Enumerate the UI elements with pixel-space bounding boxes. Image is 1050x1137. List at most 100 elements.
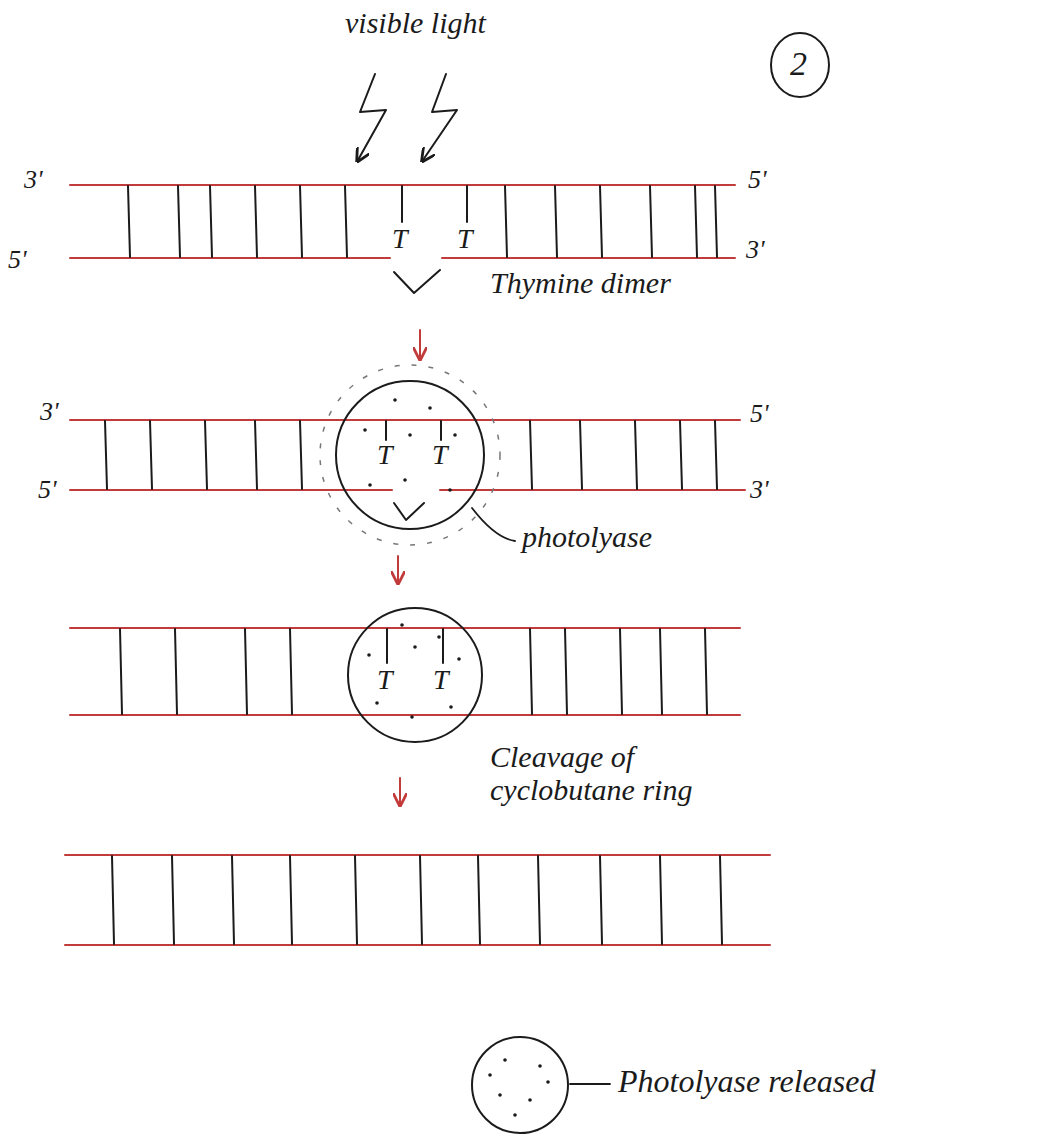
base-pair-rung (210, 186, 212, 257)
base-pair-rung (660, 856, 662, 944)
thymine-stem (440, 421, 442, 440)
base-pair-rung (720, 856, 722, 944)
enzyme-dot (408, 433, 412, 437)
enzyme-dot (488, 1073, 492, 1077)
base-pair-rung (505, 186, 507, 257)
diagram-label: 5' (748, 166, 767, 195)
base-pair-rung (105, 421, 107, 489)
enzyme-dot (403, 478, 407, 482)
base-pair-rung (715, 186, 717, 257)
dna-strand (440, 489, 745, 491)
base-pair-rung (705, 629, 707, 714)
base-pair-rung (232, 856, 234, 944)
base-pair-rung (478, 856, 480, 944)
leader-line (472, 508, 515, 541)
diagram-label: photolyase (522, 520, 652, 553)
diagram-label: 5' (750, 400, 769, 429)
dna-strand (70, 627, 740, 629)
enzyme-dot (546, 1080, 550, 1084)
base-pair-rung (205, 421, 207, 489)
base-pair-rung (695, 186, 697, 257)
dimer-bond (394, 503, 424, 520)
step-arrow (419, 330, 421, 358)
diagram-label: T (457, 224, 473, 255)
base-pair-rung (538, 856, 540, 944)
node-text: T (377, 440, 393, 471)
node-outline-shape (336, 381, 484, 529)
node-text: T (433, 665, 449, 696)
enzyme-dot (428, 406, 432, 410)
leader-line (570, 1083, 610, 1085)
base-pair-rung (355, 856, 357, 944)
thymine-stem (466, 186, 468, 222)
base-pair-rung (120, 629, 122, 714)
diagram-label: T (392, 224, 408, 255)
dna-strand (70, 257, 390, 259)
diagram-label: 5' (38, 476, 57, 505)
step-arrow (397, 556, 399, 582)
base-pair-rung (680, 421, 682, 489)
base-pair-rung (150, 421, 152, 489)
base-pair-rung (175, 629, 177, 714)
diagram-label: 3' (24, 166, 43, 195)
dna-strand (65, 944, 770, 946)
base-pair-rung (600, 186, 602, 257)
node-outline-shape (348, 608, 482, 742)
enzyme-dot (400, 623, 404, 627)
dna-strand (442, 257, 735, 259)
enzyme-dot (413, 645, 417, 649)
base-pair-rung (128, 186, 130, 257)
base-pair-rung (620, 629, 622, 714)
base-pair-rung (255, 421, 257, 489)
diagram-label: Cleavage of cyclobutane ring (490, 740, 740, 806)
diagram-label: 3' (750, 476, 769, 505)
photolyase-enzyme: TT (347, 607, 483, 743)
base-pair-rung (178, 186, 180, 257)
diagram-label: 5' (8, 246, 27, 275)
base-pair-rung (345, 186, 347, 257)
diagram-label: 3' (40, 398, 59, 427)
step-number: 2 (770, 32, 830, 98)
enzyme-dot (410, 715, 414, 719)
base-pair-rung (565, 629, 567, 714)
base-pair-rung (555, 186, 557, 257)
enzyme-dot (393, 398, 397, 402)
base-pair-rung (580, 421, 582, 489)
base-pair-rung (112, 856, 114, 944)
base-pair-rung (300, 186, 302, 257)
base-pair-rung (255, 186, 257, 257)
node-outline (335, 380, 485, 530)
diagram-label: 3' (746, 236, 765, 265)
light-ray-arrow (358, 74, 386, 160)
enzyme-dot (368, 483, 372, 487)
base-pair-rung (650, 186, 652, 257)
base-pair-rung (300, 421, 302, 489)
node-text: T (432, 440, 448, 471)
dimer-bond (394, 270, 440, 293)
dna-strand (70, 714, 740, 716)
base-pair-rung (530, 629, 532, 714)
enzyme-dot (363, 428, 367, 432)
enzyme-dot (367, 653, 371, 657)
base-pair-rung (172, 856, 174, 944)
photolyase-enzyme: TT (335, 380, 485, 530)
base-pair-rung (290, 856, 292, 944)
enzyme-dot (453, 433, 457, 437)
diagram-label: Thymine dimer (490, 266, 671, 299)
enzyme-dot (538, 1064, 542, 1068)
thymine-stem (385, 421, 387, 440)
step-arrow (399, 778, 401, 804)
enzyme-dot (375, 701, 379, 705)
node-outline (347, 607, 483, 743)
dna-strand (65, 854, 770, 856)
base-pair-rung (420, 856, 422, 944)
diagram-label: visible light (345, 6, 486, 39)
photolyase-enzyme (472, 1037, 568, 1133)
light-ray-arrow (423, 74, 457, 160)
enzyme-dot (528, 1098, 532, 1102)
base-pair-rung (635, 421, 637, 489)
base-pair-rung (290, 629, 292, 714)
node-text: 2 (790, 45, 807, 82)
